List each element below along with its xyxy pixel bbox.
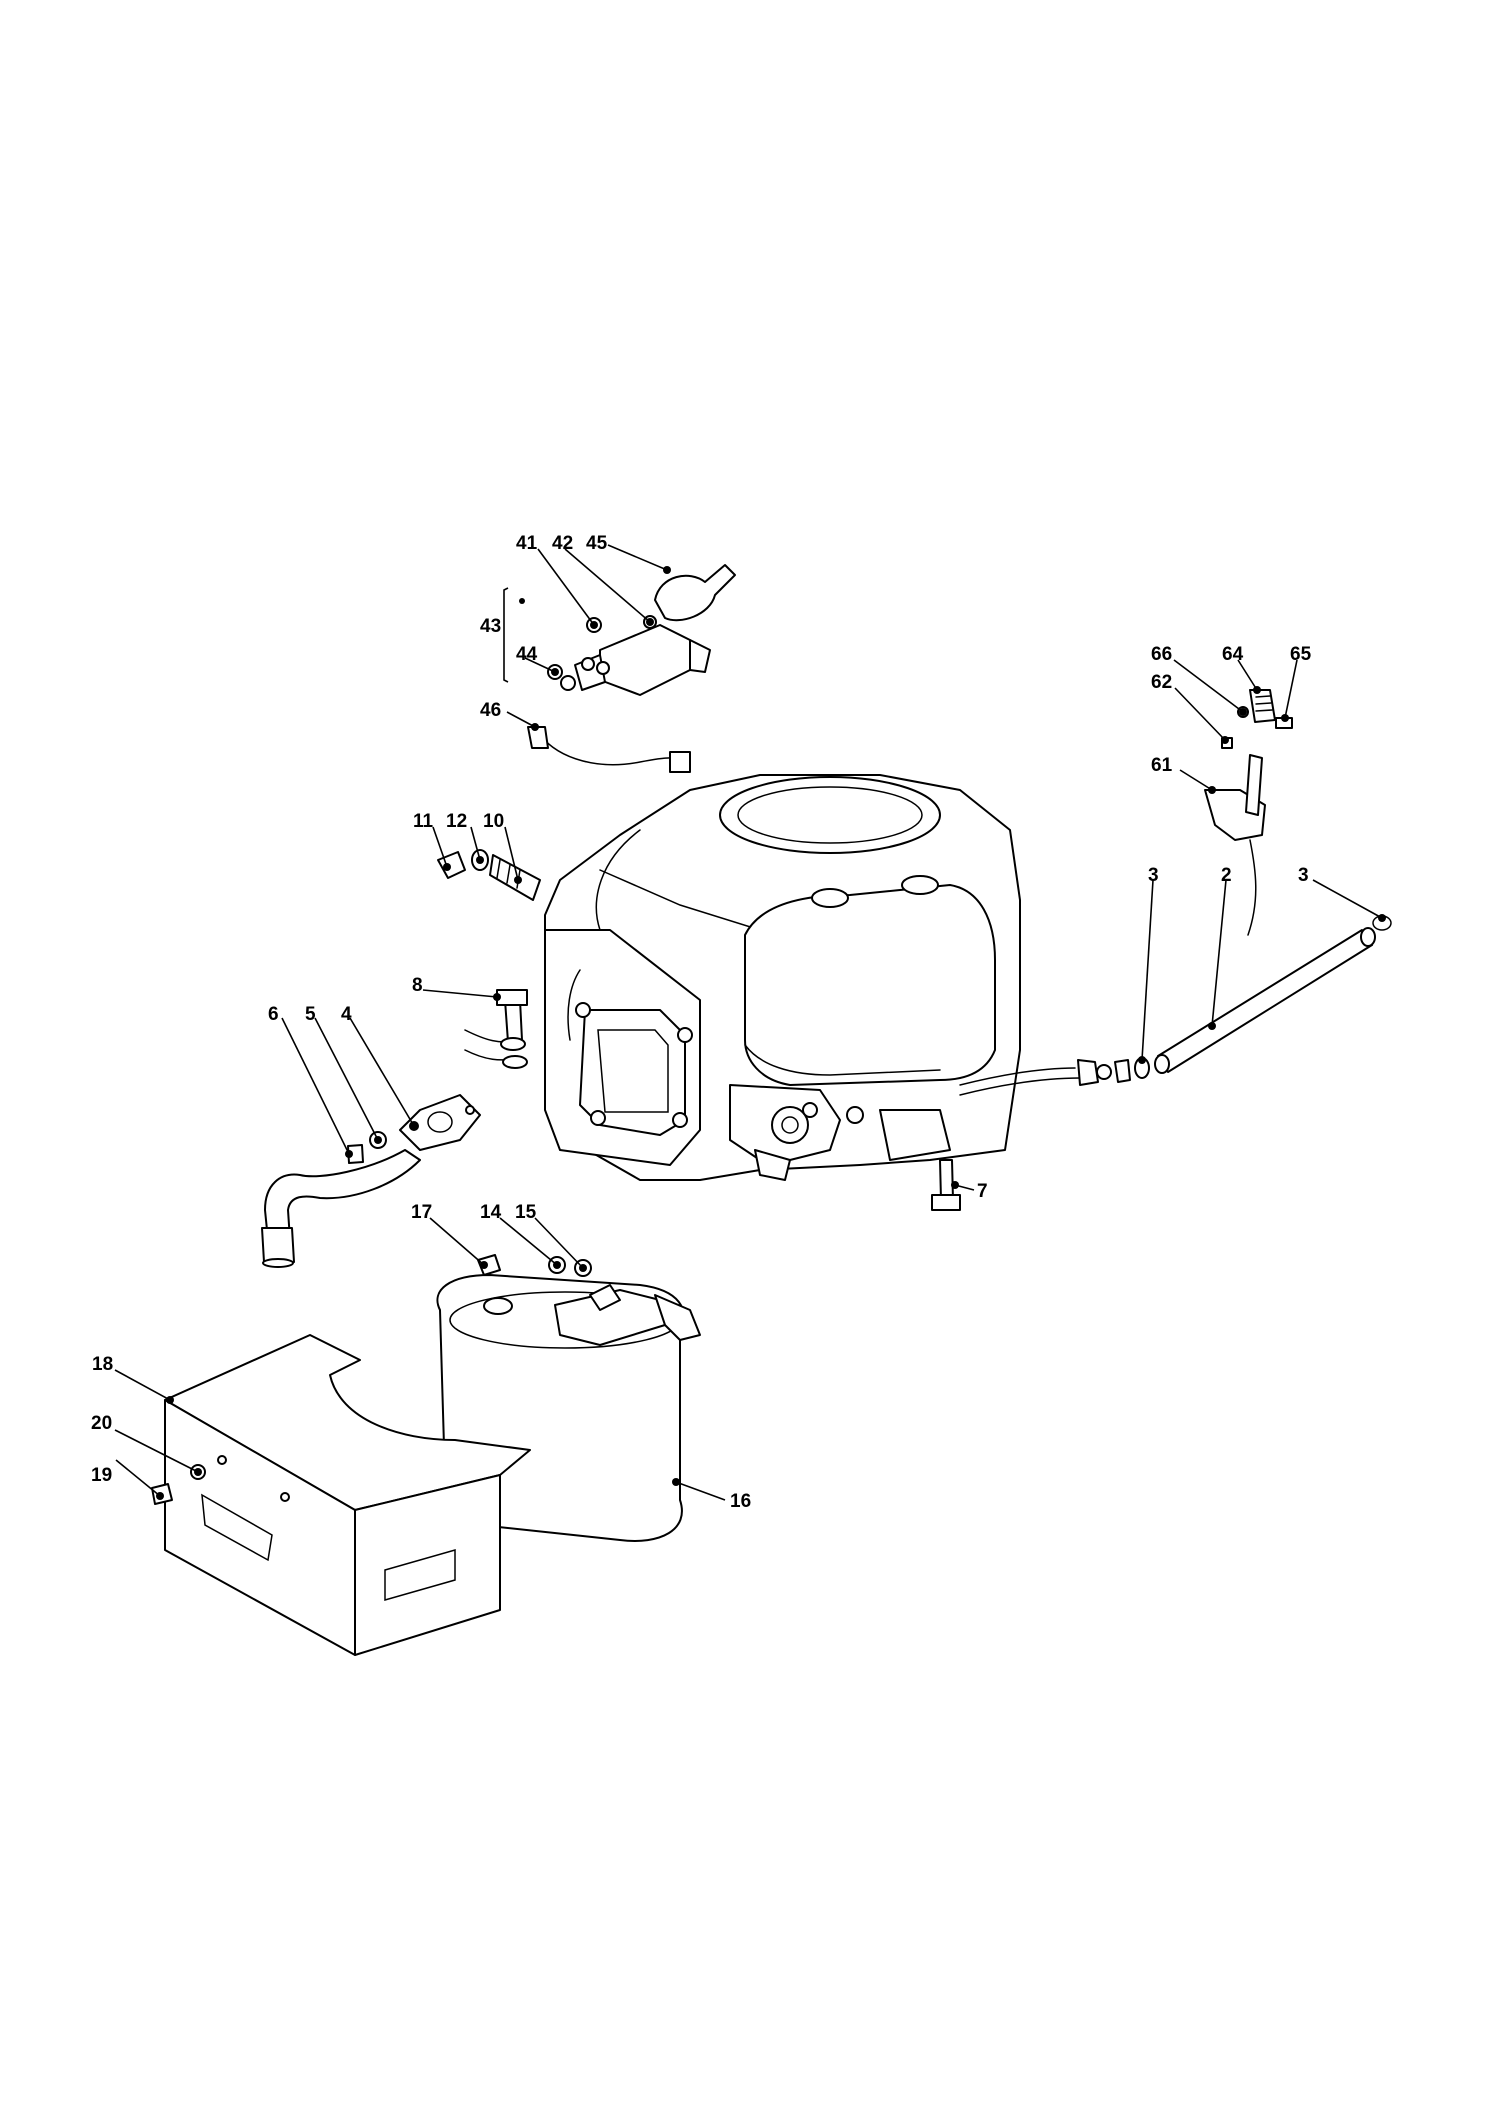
callout-label: 66 xyxy=(1151,644,1172,665)
callout-label: 11 xyxy=(413,811,434,832)
callout-label: 10 xyxy=(483,811,504,832)
callout-label: 15 xyxy=(515,1202,537,1223)
callout-label: 8 xyxy=(412,975,423,996)
callout-label: 17 xyxy=(411,1202,432,1223)
callout-label: 41 xyxy=(516,533,538,554)
callout-label: 44 xyxy=(516,644,538,665)
callout-label: 61 xyxy=(1151,755,1173,776)
callout-label: 3 xyxy=(1148,865,1159,886)
fuel-hose xyxy=(1154,915,1392,1074)
callout-label: 62 xyxy=(1151,672,1172,693)
callout-label: 18 xyxy=(92,1354,113,1375)
callout-label: 3 xyxy=(1298,865,1309,886)
callout-labels: 41 42 45 43 44 46 66 64 65 62 61 11 12 1… xyxy=(91,533,1312,1512)
leader-lines xyxy=(114,544,1383,1501)
callout-label: 5 xyxy=(305,1004,316,1025)
callout-label: 7 xyxy=(977,1181,988,1202)
callout-label: 20 xyxy=(91,1413,112,1434)
callout-label: 12 xyxy=(446,811,467,832)
callout-label: 64 xyxy=(1222,644,1244,665)
callout-label: 42 xyxy=(552,533,573,554)
callout-label: 19 xyxy=(91,1465,112,1486)
stud-and-nuts xyxy=(437,849,541,901)
callout-label: 14 xyxy=(480,1202,502,1223)
leader-dots xyxy=(156,566,1386,1500)
callout-label: 16 xyxy=(730,1491,751,1512)
callout-label: 45 xyxy=(586,533,608,554)
throttle-control xyxy=(1204,689,1293,936)
callout-label: 46 xyxy=(480,700,501,721)
engine xyxy=(544,774,1150,1181)
callout-label: 65 xyxy=(1290,644,1312,665)
callout-label: 6 xyxy=(268,1004,279,1025)
bolt-and-washers xyxy=(464,989,528,1069)
callout-label: 2 xyxy=(1221,865,1232,886)
exhaust-pipe xyxy=(261,1094,481,1268)
bolt-7 xyxy=(931,1159,961,1211)
solenoid-assembly xyxy=(527,564,736,773)
callout-label: 4 xyxy=(341,1004,352,1025)
callout-label: 43 xyxy=(480,616,501,637)
heat-shield xyxy=(151,1334,531,1656)
